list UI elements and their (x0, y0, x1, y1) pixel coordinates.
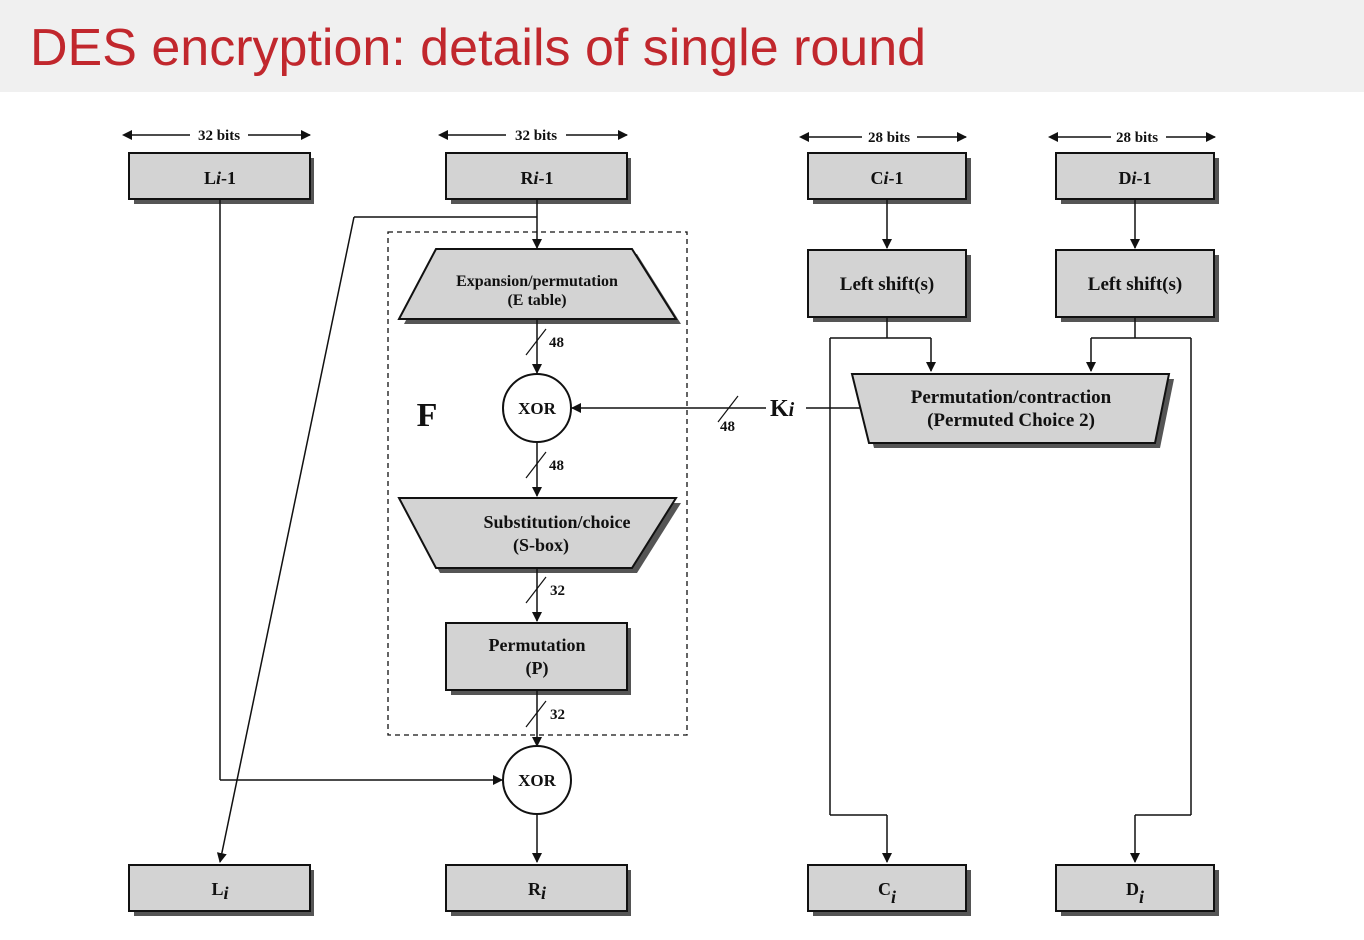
label-d-out-sub: i (1139, 887, 1144, 907)
label-d-prev-sub: i (1131, 168, 1136, 188)
bus-expansion-to-xor: 48 (525, 319, 564, 374)
bus-xor-to-sbox: 48 (525, 442, 564, 497)
pc2-label-2: (Permuted Choice 2) (927, 410, 1095, 431)
l-to-xor-wire (219, 199, 503, 785)
bus-label-key: 48 (720, 419, 735, 435)
label-d-prev-base: D (1118, 168, 1131, 188)
box-c-prev: Ci-1 (807, 152, 971, 204)
substitution-label-2: (S-box) (513, 535, 569, 556)
label-d-prev-suffix: -1 (1137, 168, 1152, 188)
label-r-prev-suffix: -1 (539, 168, 554, 188)
svg-text:Li: Li (211, 879, 228, 903)
key-label-sub: i (789, 399, 795, 421)
left-shift-d-block: Left shift(s) (1055, 249, 1219, 322)
key-label-base: K (770, 396, 789, 422)
box-c-out: Ci (807, 864, 971, 916)
box-r-prev: Ri-1 (445, 152, 631, 204)
label-r-out-sub: i (541, 883, 546, 903)
label-r-prev-base: R (520, 168, 534, 188)
d-shift-output-wires (1086, 317, 1192, 863)
c-shift-output-wires (829, 317, 936, 863)
width-label-right: 32 bits (515, 128, 557, 144)
left-shift-c-label: Left shift(s) (840, 274, 934, 295)
svg-text:Ri: Ri (528, 879, 546, 903)
key-label: Ki (770, 396, 795, 422)
expansion-label-2: (E table) (507, 292, 566, 309)
label-l-out-base: L (211, 879, 223, 899)
width-label-d: 28 bits (1116, 130, 1158, 146)
substitution-label-1: Substitution/choice (483, 512, 630, 532)
label-c-out-base: C (878, 879, 891, 899)
permutation-label-2: (P) (526, 658, 549, 679)
svg-text:Di-1: Di-1 (1118, 168, 1151, 188)
box-d-out: Di (1055, 864, 1219, 916)
page-title: DES encryption: details of single round (30, 19, 927, 77)
label-c-prev-sub: i (883, 168, 888, 188)
xor-f-label: XOR (518, 399, 557, 418)
box-l-out: Li (128, 864, 314, 916)
svg-text:Ci: Ci (878, 879, 896, 907)
box-d-prev: Di-1 (1055, 152, 1219, 204)
label-c-out-sub: i (891, 887, 896, 907)
pc2-label-1: Permutation/contraction (911, 387, 1112, 408)
bus-label-after-xor: 48 (549, 458, 564, 474)
label-c-prev-suffix: -1 (889, 168, 904, 188)
width-indicator-d: 28 bits (1048, 130, 1216, 146)
left-shift-c-block: Left shift(s) (807, 249, 971, 322)
label-r-prev-sub: i (533, 168, 538, 188)
svg-text:Di: Di (1126, 879, 1144, 907)
width-indicator-left: 32 bits (122, 128, 311, 144)
label-l-prev-suffix: -1 (221, 168, 236, 188)
width-label-c: 28 bits (868, 130, 910, 146)
width-label-left: 32 bits (198, 128, 240, 144)
permutation-p-block: Permutation (P) (445, 622, 631, 695)
permuted-choice-2-block: Permutation/contraction (Permuted Choice… (850, 373, 1174, 448)
bus-perm-to-xor: 32 (525, 690, 565, 747)
xor-output-node: XOR (502, 745, 572, 815)
substitution-sbox-block: Substitution/choice (S-box) (397, 497, 681, 573)
key-bus: 48 Ki (571, 395, 869, 435)
left-shift-d-label: Left shift(s) (1088, 274, 1182, 295)
label-l-prev-sub: i (216, 168, 221, 188)
bus-label-after-expansion: 48 (549, 335, 564, 351)
label-r-out-base: R (528, 879, 542, 899)
box-l-prev: Li-1 (128, 152, 314, 204)
bus-sbox-to-perm: 32 (525, 568, 565, 622)
label-l-prev-base: L (204, 168, 216, 188)
f-label: F (417, 397, 438, 434)
permutation-label-1: Permutation (489, 635, 586, 655)
f-function-boundary (387, 231, 688, 736)
xor-f-node: XOR (502, 373, 572, 443)
label-c-prev-base: C (870, 168, 883, 188)
expansion-permutation-block: Expansion/permutation (E table) (397, 248, 681, 324)
svg-text:Ri-1: Ri-1 (520, 168, 553, 188)
width-indicator-c: 28 bits (799, 130, 967, 146)
bus-label-after-sbox: 32 (550, 583, 565, 599)
expansion-label-1: Expansion/permutation (456, 273, 618, 290)
svg-text:Li-1: Li-1 (204, 168, 236, 188)
width-indicator-right: 32 bits (438, 128, 628, 144)
bus-label-after-perm: 32 (550, 707, 565, 723)
svg-text:Ci-1: Ci-1 (870, 168, 903, 188)
r-to-l-wire (216, 199, 542, 863)
label-l-out-sub: i (224, 883, 229, 903)
xor-output-label: XOR (518, 771, 557, 790)
box-r-out: Ri (445, 864, 631, 916)
title-bar: DES encryption: details of single round (0, 0, 1364, 92)
label-d-out-base: D (1126, 879, 1139, 899)
